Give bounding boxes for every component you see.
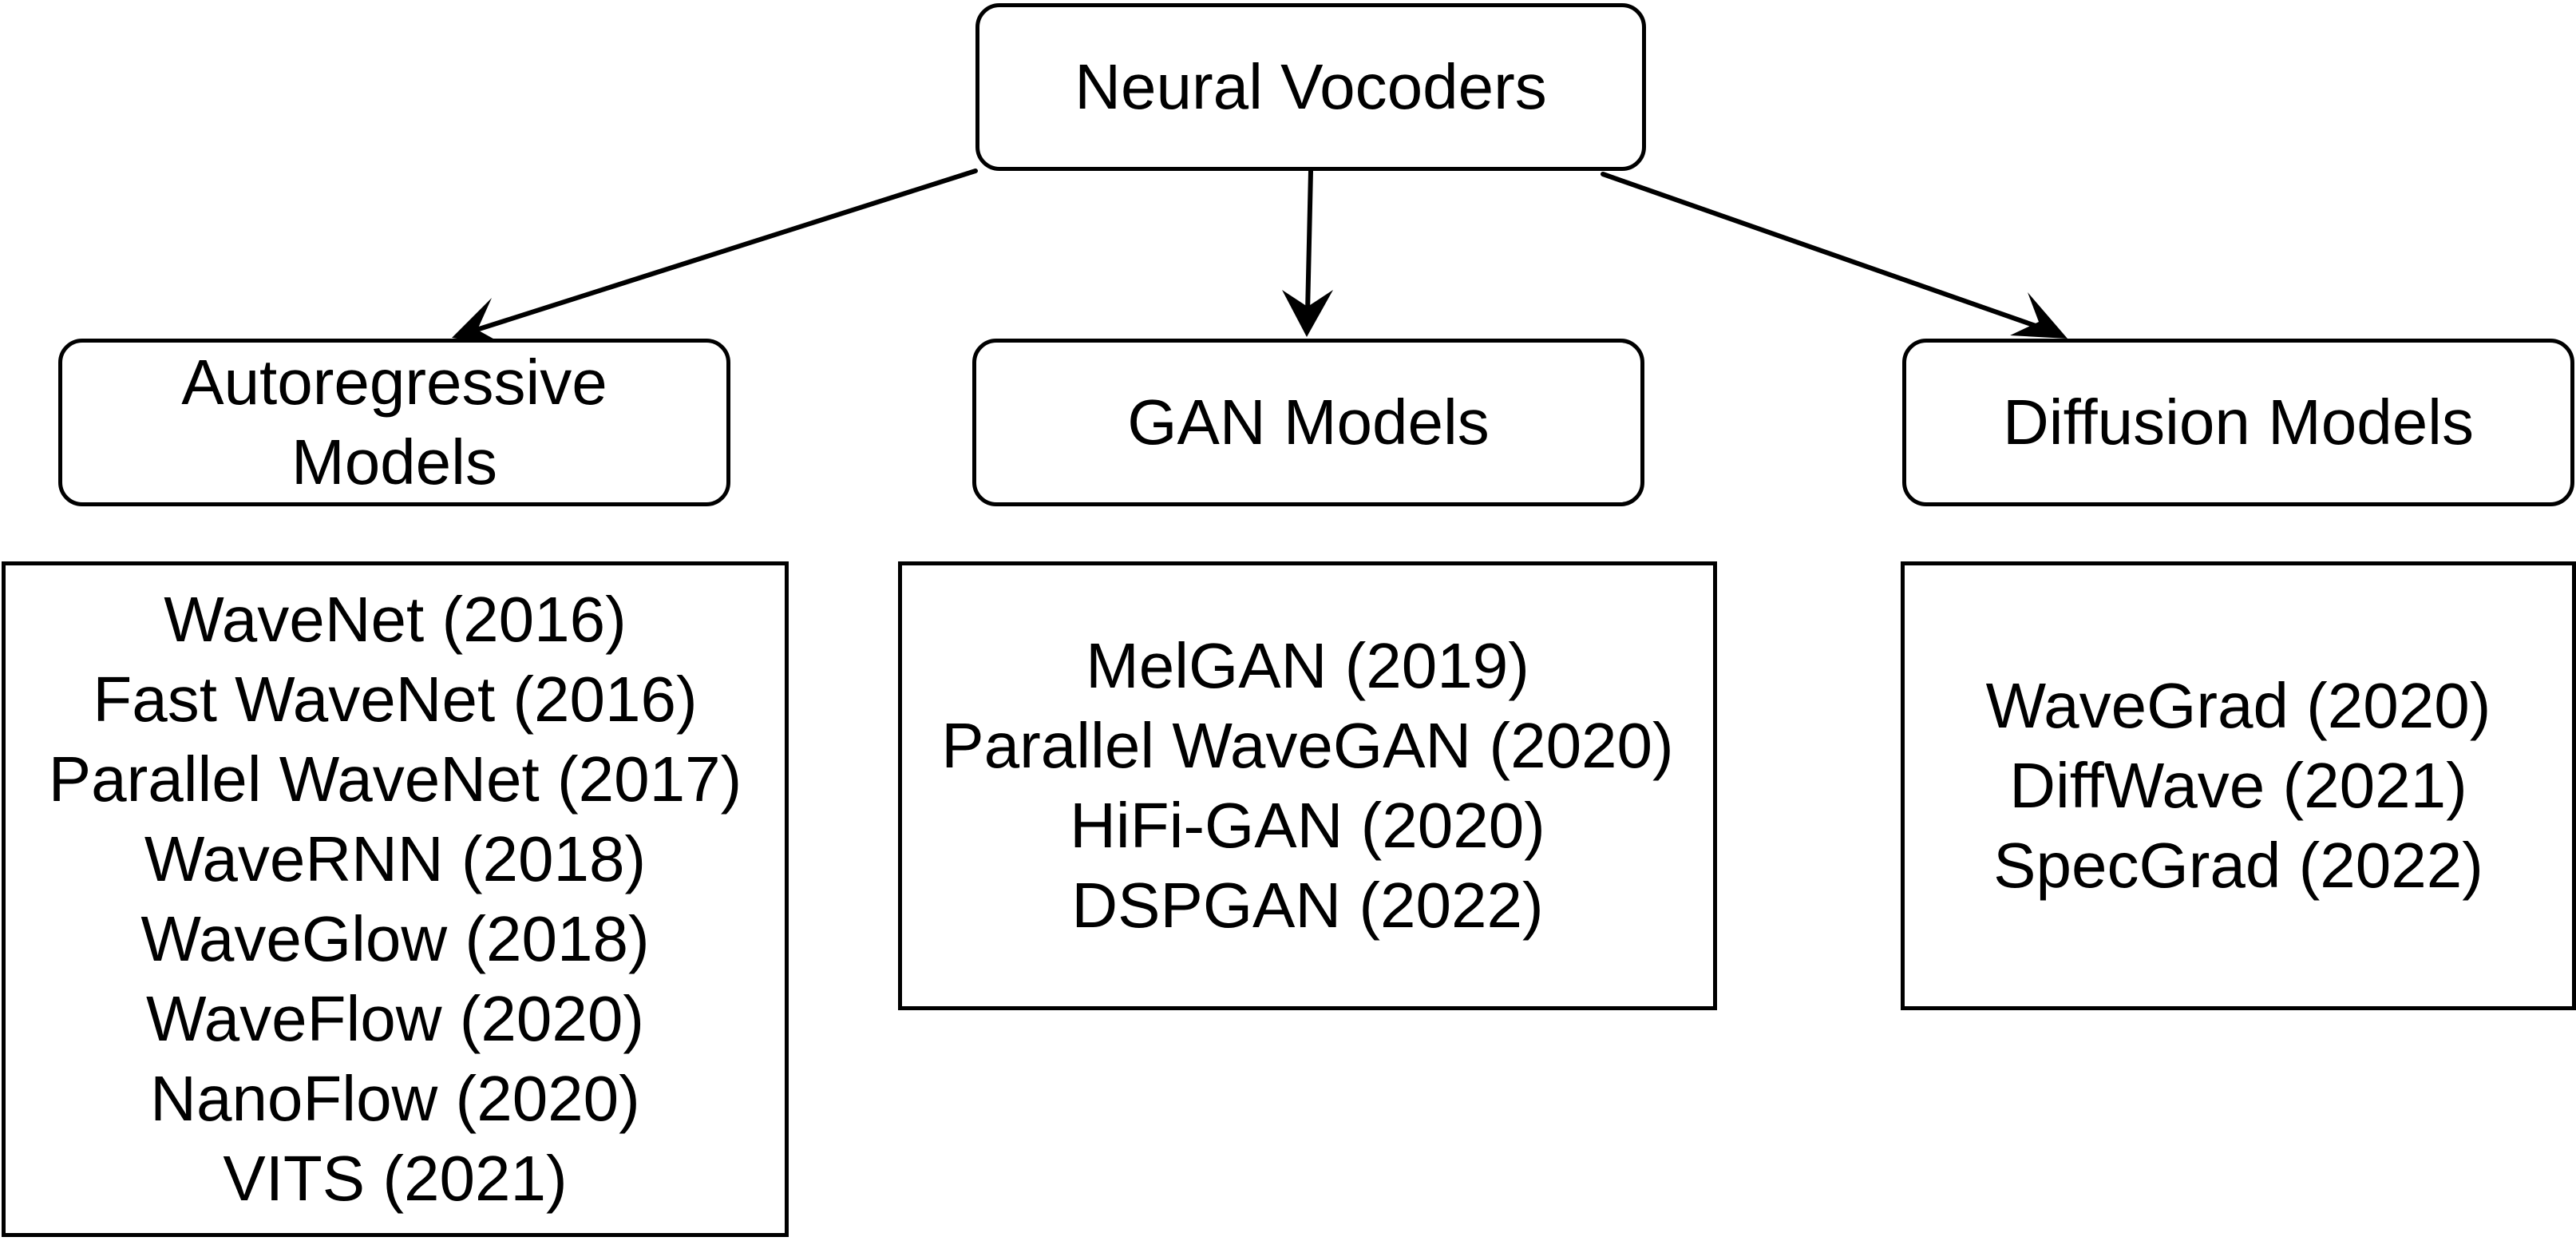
list-item: SpecGrad (2022): [1993, 830, 2483, 901]
list-item: WaveGrad (2020): [1985, 670, 2491, 741]
list-item: WaveFlow (2020): [146, 983, 644, 1054]
list-item: Parallel WaveNet (2017): [48, 743, 742, 815]
model-list-gan: MelGAN (2019) Parallel WaveGAN (2020) Hi…: [898, 561, 1717, 1010]
category-label-diffusion: Diffusion Models: [2003, 387, 2474, 458]
arrow-to-diffusion: [1601, 172, 2038, 328]
arrowhead-autoregressive: [452, 298, 506, 346]
category-label-gan: GAN Models: [1127, 387, 1490, 458]
arrow-to-gan: [1305, 169, 1313, 315]
model-list-diffusion: WaveGrad (2020) DiffWave (2021) SpecGrad…: [1901, 561, 2576, 1010]
root-node-neural-vocoders: Neural Vocoders: [975, 3, 1646, 171]
list-item: WaveNet (2016): [164, 584, 627, 655]
category-node-gan: GAN Models: [972, 339, 1644, 506]
category-node-diffusion: Diffusion Models: [1902, 339, 2574, 506]
arrowhead-diffusion: [2010, 292, 2068, 339]
arrow-to-autoregressive: [477, 169, 978, 331]
list-item: NanoFlow (2020): [150, 1063, 640, 1134]
list-item: DiffWave (2021): [2009, 750, 2467, 821]
category-node-autoregressive: Autoregressive Models: [58, 339, 730, 506]
list-item: DSPGAN (2022): [1071, 870, 1544, 941]
list-item: MelGAN (2019): [1086, 630, 1529, 701]
list-item: Fast WaveNet (2016): [93, 664, 698, 735]
list-item: Parallel WaveGAN (2020): [941, 710, 1674, 781]
list-item: WaveGlow (2018): [140, 903, 650, 974]
arrowhead-gan: [1282, 290, 1333, 337]
root-label: Neural Vocoders: [1074, 51, 1547, 122]
model-list-autoregressive: WaveNet (2016) Fast WaveNet (2016) Paral…: [2, 561, 789, 1237]
list-item: VITS (2021): [223, 1143, 568, 1214]
list-item: HiFi-GAN (2020): [1070, 790, 1545, 861]
category-label-autoregressive: Autoregressive Models: [181, 347, 607, 498]
list-item: WaveRNN (2018): [144, 823, 647, 894]
